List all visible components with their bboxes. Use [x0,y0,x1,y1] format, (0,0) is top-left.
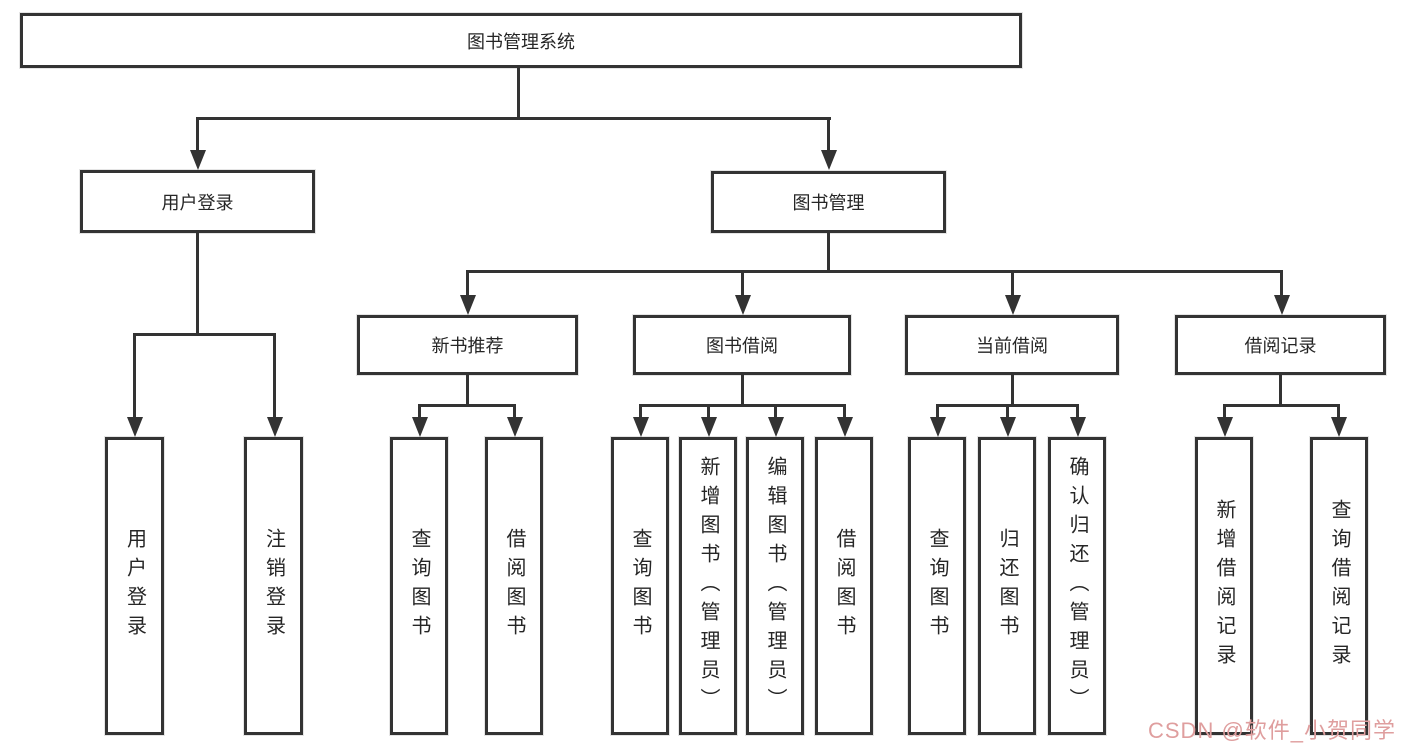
arrow-down-icon [1274,295,1290,315]
connector-line [1337,404,1340,419]
node-label: 新书推荐 [431,336,504,356]
node-leaf-return-books: 归还图书 [978,437,1036,735]
arrow-down-icon [735,295,751,315]
connector-line [639,404,642,419]
connector-line [466,270,1283,273]
connector-line [513,404,516,419]
node-book-management: 图书管理 [711,171,946,233]
node-label: 查询图书 [629,528,651,644]
watermark: CSDN @软件_小贺同学 [1148,718,1397,743]
connector-line [707,404,710,419]
connector-line [466,375,469,407]
arrow-down-icon [1331,417,1347,437]
arrow-down-icon [930,417,946,437]
node-leaf-query-books-recommend: 查询图书 [390,437,448,735]
node-leaf-add-book-admin: 新增图书（管理员） [679,437,737,735]
connector-line [418,404,516,407]
node-book-borrowing: 图书借阅 [633,315,851,375]
connector-line [1279,375,1282,407]
node-leaf-borrow-books: 借阅图书 [815,437,873,735]
node-label: 编辑图书（管理员） [764,455,786,717]
node-label: 借阅图书 [833,528,855,644]
connector-line [741,375,744,407]
node-leaf-query-books-borrowing: 查询图书 [611,437,669,735]
node-leaf-user-login: 用户登录 [105,437,164,735]
node-label: 用户登录 [123,528,146,644]
connector-line [196,117,831,120]
arrow-down-icon [127,417,143,437]
connector-line [1011,375,1014,407]
connector-line [273,333,276,419]
arrow-down-icon [507,417,523,437]
node-user-login: 用户登录 [80,170,315,233]
arrow-down-icon [768,417,784,437]
arrow-down-icon [633,417,649,437]
connector-line [936,404,939,419]
arrow-down-icon [1217,417,1233,437]
connector-line [1223,404,1340,407]
node-leaf-query-books-current: 查询图书 [908,437,966,735]
node-label: 借阅图书 [503,528,525,644]
connector-line [741,270,744,297]
node-label: 图书管理系统 [467,31,575,52]
node-leaf-logout: 注销登录 [244,437,303,735]
arrow-down-icon [1070,417,1086,437]
arrow-down-icon [1005,295,1021,315]
connector-line [827,233,830,273]
arrow-down-icon [837,417,853,437]
connector-line [517,68,520,118]
node-label: 归还图书 [996,528,1018,644]
node-label: 查询图书 [408,528,430,644]
node-leaf-borrow-books-recommend: 借阅图书 [485,437,543,735]
connector-line [774,404,777,419]
node-label: 新增借阅记录 [1213,499,1235,673]
connector-line [196,233,199,336]
node-new-book-recommend: 新书推荐 [357,315,578,375]
node-label: 注销登录 [262,528,285,644]
arrow-down-icon [701,417,717,437]
node-current-borrowing: 当前借阅 [905,315,1119,375]
node-label: 查询图书 [926,528,948,644]
connector-line [1011,270,1014,297]
arrow-down-icon [190,150,206,170]
connector-line [133,333,276,336]
node-label: 图书借阅 [706,336,778,356]
node-leaf-confirm-return-admin: 确认归还（管理员） [1048,437,1106,735]
arrow-down-icon [267,417,283,437]
connector-line [827,117,830,152]
connector-line [843,404,846,419]
connector-line [1076,404,1079,419]
arrow-down-icon [460,295,476,315]
arrow-down-icon [821,150,837,170]
node-leaf-edit-book-admin: 编辑图书（管理员） [746,437,804,735]
connector-line [639,404,845,407]
node-label: 用户登录 [161,192,234,213]
node-borrowing-records: 借阅记录 [1175,315,1386,375]
connector-line [1223,404,1226,419]
connector-line [196,117,199,152]
arrow-down-icon [412,417,428,437]
connector-line [1280,270,1283,297]
node-label: 查询借阅记录 [1328,499,1350,673]
node-label: 图书管理 [792,193,865,213]
node-leaf-query-borrow-record: 查询借阅记录 [1310,437,1368,735]
connector-line [418,404,421,419]
node-label: 确认归还（管理员） [1066,455,1088,717]
arrow-down-icon [1000,417,1016,437]
node-library-system: 图书管理系统 [20,13,1022,68]
connector-line [1006,404,1009,419]
node-label: 当前借阅 [976,336,1048,356]
node-leaf-add-borrow-record: 新增借阅记录 [1195,437,1253,735]
connector-line [466,270,469,297]
node-label: 新增图书（管理员） [697,455,719,717]
node-label: 借阅记录 [1244,336,1317,356]
connector-line [133,333,136,419]
